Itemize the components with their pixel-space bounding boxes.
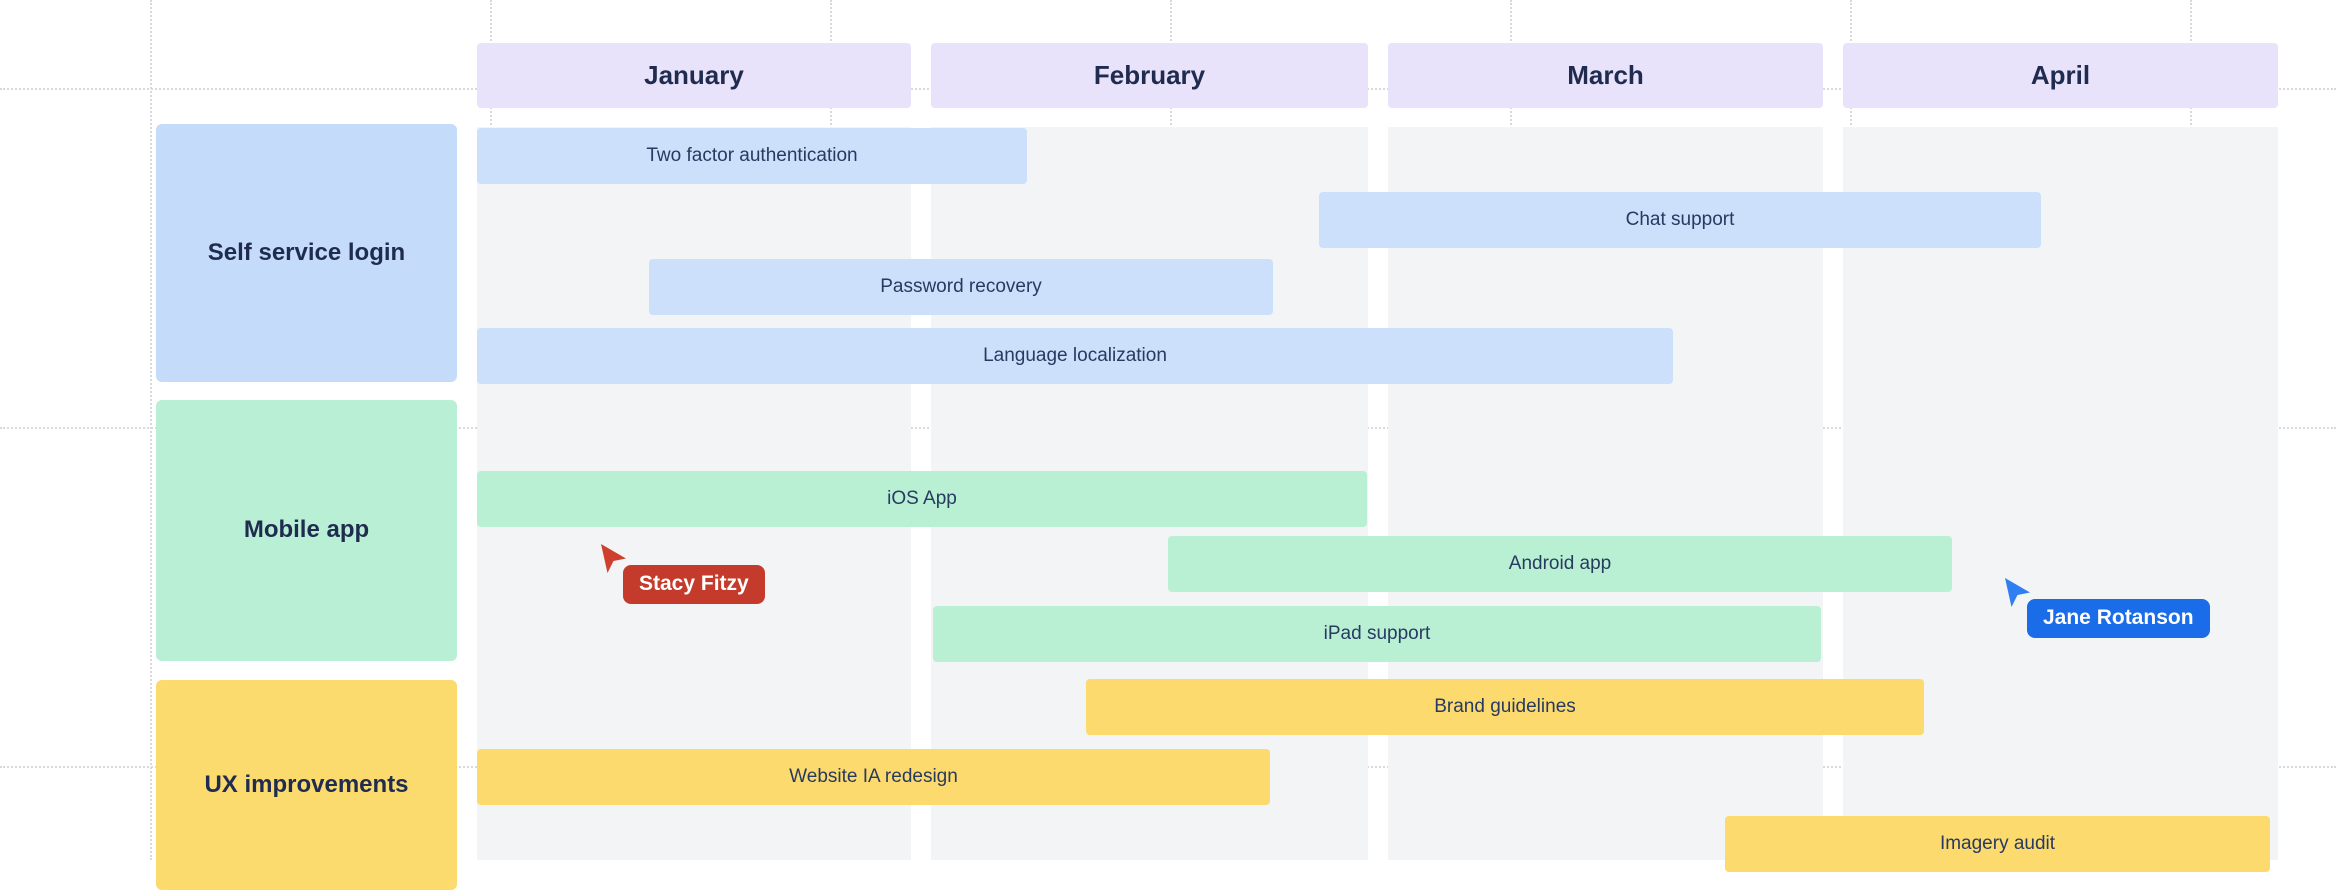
month-label: January <box>644 60 744 90</box>
month-header-april[interactable]: April <box>1843 43 2278 108</box>
month-column-march <box>1388 127 1823 860</box>
month-header-february[interactable]: February <box>931 43 1368 108</box>
row-group-label: Self service login <box>207 238 406 266</box>
task-label: iPad support <box>1323 623 1431 644</box>
task-label: Language localization <box>983 345 1167 366</box>
task-bar-two-factor-authentication[interactable]: Two factor authentication <box>477 128 1027 184</box>
row-group-label: Mobile app <box>243 516 370 544</box>
cursor-pointer-icon <box>601 544 626 573</box>
month-header-january[interactable]: January <box>477 43 911 108</box>
task-label: Imagery audit <box>1939 833 2056 854</box>
grid-line-vertical <box>150 0 152 860</box>
row-group-label: UX improvements <box>204 770 409 798</box>
collaborator-name-badge: Jane Rotanson <box>2027 599 2210 638</box>
task-label: Brand guidelines <box>1434 696 1576 717</box>
task-bar-brand-guidelines[interactable]: Brand guidelines <box>1086 679 1924 735</box>
task-label: Two factor authentication <box>646 145 858 166</box>
row-group-self-service-login[interactable]: Self service login <box>156 124 457 382</box>
collaborator-name-badge: Stacy Fitzy <box>623 565 765 604</box>
row-group-ux-improvements[interactable]: UX improvements <box>156 680 457 890</box>
task-label: Website IA redesign <box>789 766 958 787</box>
cursor-pointer-icon <box>2005 578 2030 607</box>
month-header-march[interactable]: March <box>1388 43 1823 108</box>
task-bar-android-app[interactable]: Android app <box>1168 536 1952 592</box>
task-label: Android app <box>1508 553 1612 574</box>
task-bar-website-ia-redesign[interactable]: Website IA redesign <box>477 749 1270 805</box>
month-label: March <box>1567 60 1644 90</box>
task-bar-ipad-support[interactable]: iPad support <box>933 606 1821 662</box>
task-label: Password recovery <box>880 276 1042 297</box>
task-label: Chat support <box>1625 209 1735 230</box>
task-bar-imagery-audit[interactable]: Imagery audit <box>1725 816 2270 872</box>
month-column-april <box>1843 127 2278 860</box>
task-bar-ios-app[interactable]: iOS App <box>477 471 1367 527</box>
task-bar-chat-support[interactable]: Chat support <box>1319 192 2041 248</box>
row-group-mobile-app[interactable]: Mobile app <box>156 400 457 661</box>
task-bar-password-recovery[interactable]: Password recovery <box>649 259 1273 315</box>
month-label: February <box>1093 60 1206 90</box>
task-bar-language-localization[interactable]: Language localization <box>477 328 1673 384</box>
task-label: iOS App <box>887 488 957 509</box>
month-label: April <box>2030 60 2091 90</box>
